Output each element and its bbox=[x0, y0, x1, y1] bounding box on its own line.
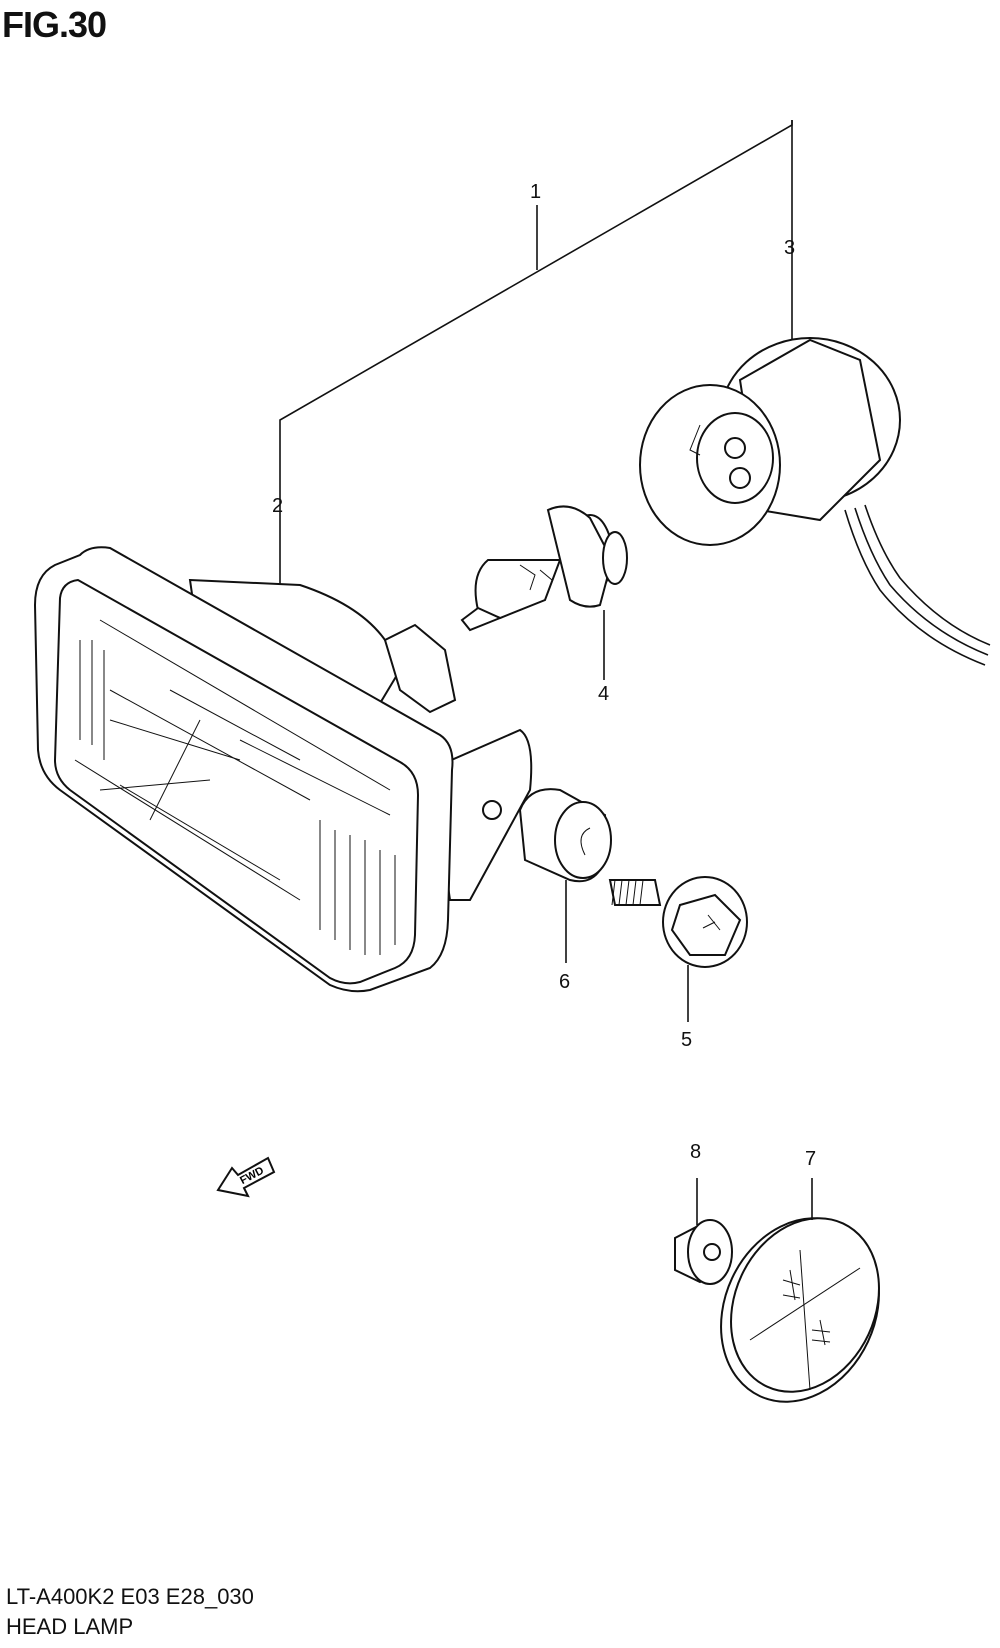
rubber-grommet[interactable] bbox=[518, 788, 612, 883]
headlamp-bulb[interactable] bbox=[460, 505, 628, 632]
mounting-bolt[interactable] bbox=[608, 876, 748, 968]
leader-bracket-1-2-3 bbox=[279, 120, 793, 590]
callout-6: 6 bbox=[559, 971, 570, 993]
lamp-cap[interactable] bbox=[692, 1192, 908, 1428]
callout-7: 7 bbox=[805, 1148, 816, 1170]
callout-4: 4 bbox=[598, 683, 609, 705]
callout-5: 5 bbox=[681, 1029, 692, 1051]
section-name: HEAD LAMP bbox=[6, 1614, 134, 1639]
bulb-socket-harness[interactable] bbox=[639, 337, 991, 666]
fwd-arrow: FWD bbox=[216, 1156, 276, 1198]
callout-1: 1 bbox=[530, 181, 541, 203]
callout-leaders bbox=[565, 610, 813, 1225]
figure-title: FIG.30 bbox=[2, 4, 107, 45]
flange-nut[interactable] bbox=[674, 1219, 733, 1285]
callout-2: 2 bbox=[272, 495, 283, 517]
model-code: LT-A400K2 E03 E28_030 bbox=[6, 1584, 254, 1609]
callout-8: 8 bbox=[690, 1141, 701, 1163]
callout-3: 3 bbox=[784, 237, 795, 259]
headlamp-housing[interactable] bbox=[33, 546, 533, 993]
